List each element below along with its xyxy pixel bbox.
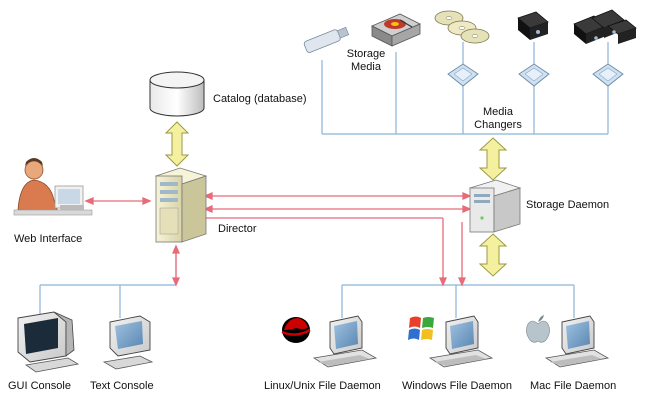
media-changer-3-icon [592, 63, 624, 87]
text-console-label: Text Console [90, 380, 154, 392]
hard-disk-icon [371, 13, 421, 47]
director-label: Director [218, 223, 257, 235]
catalog-director-arrow [164, 121, 190, 167]
media-changer-1-icon [447, 63, 479, 87]
mac-computer-icon [544, 315, 610, 368]
catalog-database-icon [149, 71, 205, 117]
catalog-label: Catalog (database) [213, 93, 307, 105]
linux-file-daemon-label: Linux/Unix File Daemon [264, 380, 381, 392]
web-interface-person-icon [13, 158, 93, 216]
gui-console-monitor-icon [17, 311, 80, 373]
linux-red-hat-logo-icon [281, 317, 311, 343]
windows-computer-icon [428, 315, 494, 368]
storage-daemon-server-icon [468, 179, 522, 233]
usb-drive-icon [303, 26, 350, 53]
windows-file-daemon-label: Windows File Daemon [402, 380, 513, 392]
storage-daemon-label: Storage Daemon [526, 199, 610, 211]
mac-file-daemon-label: Mac File Daemon [530, 380, 617, 392]
gui-console-label: GUI Console [8, 380, 71, 392]
text-console-monitor-icon [102, 315, 154, 370]
optical-disc-stack-icon [434, 10, 490, 44]
storage-daemon-media-arrow [478, 137, 508, 181]
media-changers-label: Media Changers [474, 106, 522, 131]
web-interface-label: Web Interface [14, 233, 83, 245]
windows-flag-logo-icon [408, 316, 434, 340]
linux-computer-icon [312, 315, 378, 368]
media-changer-2-icon [518, 63, 550, 87]
director-server-icon [154, 167, 208, 243]
storage-daemon-fd-arrow [478, 233, 508, 277]
network-lines [39, 42, 609, 318]
communication-arrows [84, 192, 472, 287]
tape-cartridge-stack-icon [573, 9, 637, 44]
tape-cartridge-icon [517, 11, 549, 40]
apple-logo-icon [526, 315, 550, 343]
storage-media-label: Storage Media [346, 48, 386, 73]
